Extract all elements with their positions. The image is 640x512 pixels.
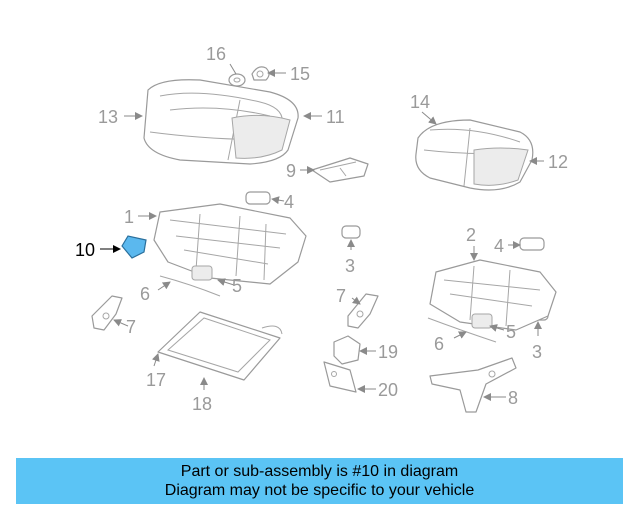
seat-frame-1: [153, 203, 307, 285]
info-banner: Part or sub-assembly is #10 in diagram D…: [16, 458, 623, 504]
banner-line-2: Diagram may not be specific to your vehi…: [164, 482, 475, 499]
callout-8: 8: [508, 388, 518, 408]
bracket-8: [429, 357, 517, 413]
hardware-16: [228, 73, 246, 87]
cap-4-right: [519, 237, 545, 251]
bracket-7-middle: [347, 293, 379, 329]
callout-14: 14: [410, 92, 430, 112]
callout-20: 20: [378, 380, 398, 400]
callout-7-left: 7: [126, 317, 136, 337]
banner-line-1: Part or sub-assembly is #10 in diagram: [180, 463, 459, 480]
callout-9: 9: [286, 161, 296, 181]
wire-6-left: [159, 275, 221, 297]
callout-5-left: 5: [232, 276, 242, 296]
seat-pad-17: [157, 311, 283, 381]
callout-17: 17: [146, 370, 166, 390]
callout-10: 10: [75, 240, 95, 260]
latch-19: [333, 335, 361, 365]
callout-19: 19: [378, 342, 398, 362]
bracket-9: [311, 157, 369, 183]
callout-2: 2: [466, 225, 476, 245]
callout-6-left: 6: [140, 284, 150, 304]
part-10-highlighted: [121, 235, 147, 259]
bracket-20: [323, 361, 357, 393]
callout-3-right: 3: [532, 342, 542, 362]
callout-4-upper: 4: [284, 192, 294, 212]
callout-3-middle: 3: [345, 256, 355, 276]
callout-18: 18: [192, 394, 212, 414]
callout-16: 16: [206, 44, 226, 64]
cap-3-middle: [341, 225, 361, 239]
wire-6-right: [427, 317, 497, 343]
callout-15: 15: [290, 64, 310, 84]
callout-5-right: 5: [506, 322, 516, 342]
callout-11: 11: [326, 107, 345, 127]
bracket-7-left: [91, 295, 123, 331]
callout-12: 12: [548, 152, 568, 172]
seat-frame-2: [429, 259, 557, 331]
seat-cushion-right: [415, 119, 534, 191]
seat-cushion-left: [143, 79, 299, 165]
cap-4-upper: [245, 191, 271, 205]
callout-6-right: 6: [434, 334, 444, 354]
parts-diagram: 16 15 13 11 9 4 1 10 6 5 7 17 18 14 12 3…: [75, 44, 568, 414]
callout-1: 1: [124, 207, 134, 227]
callout-7-middle: 7: [336, 286, 346, 306]
callout-4-right: 4: [494, 236, 504, 256]
callout-13: 13: [98, 107, 118, 127]
hardware-15: [251, 66, 270, 81]
